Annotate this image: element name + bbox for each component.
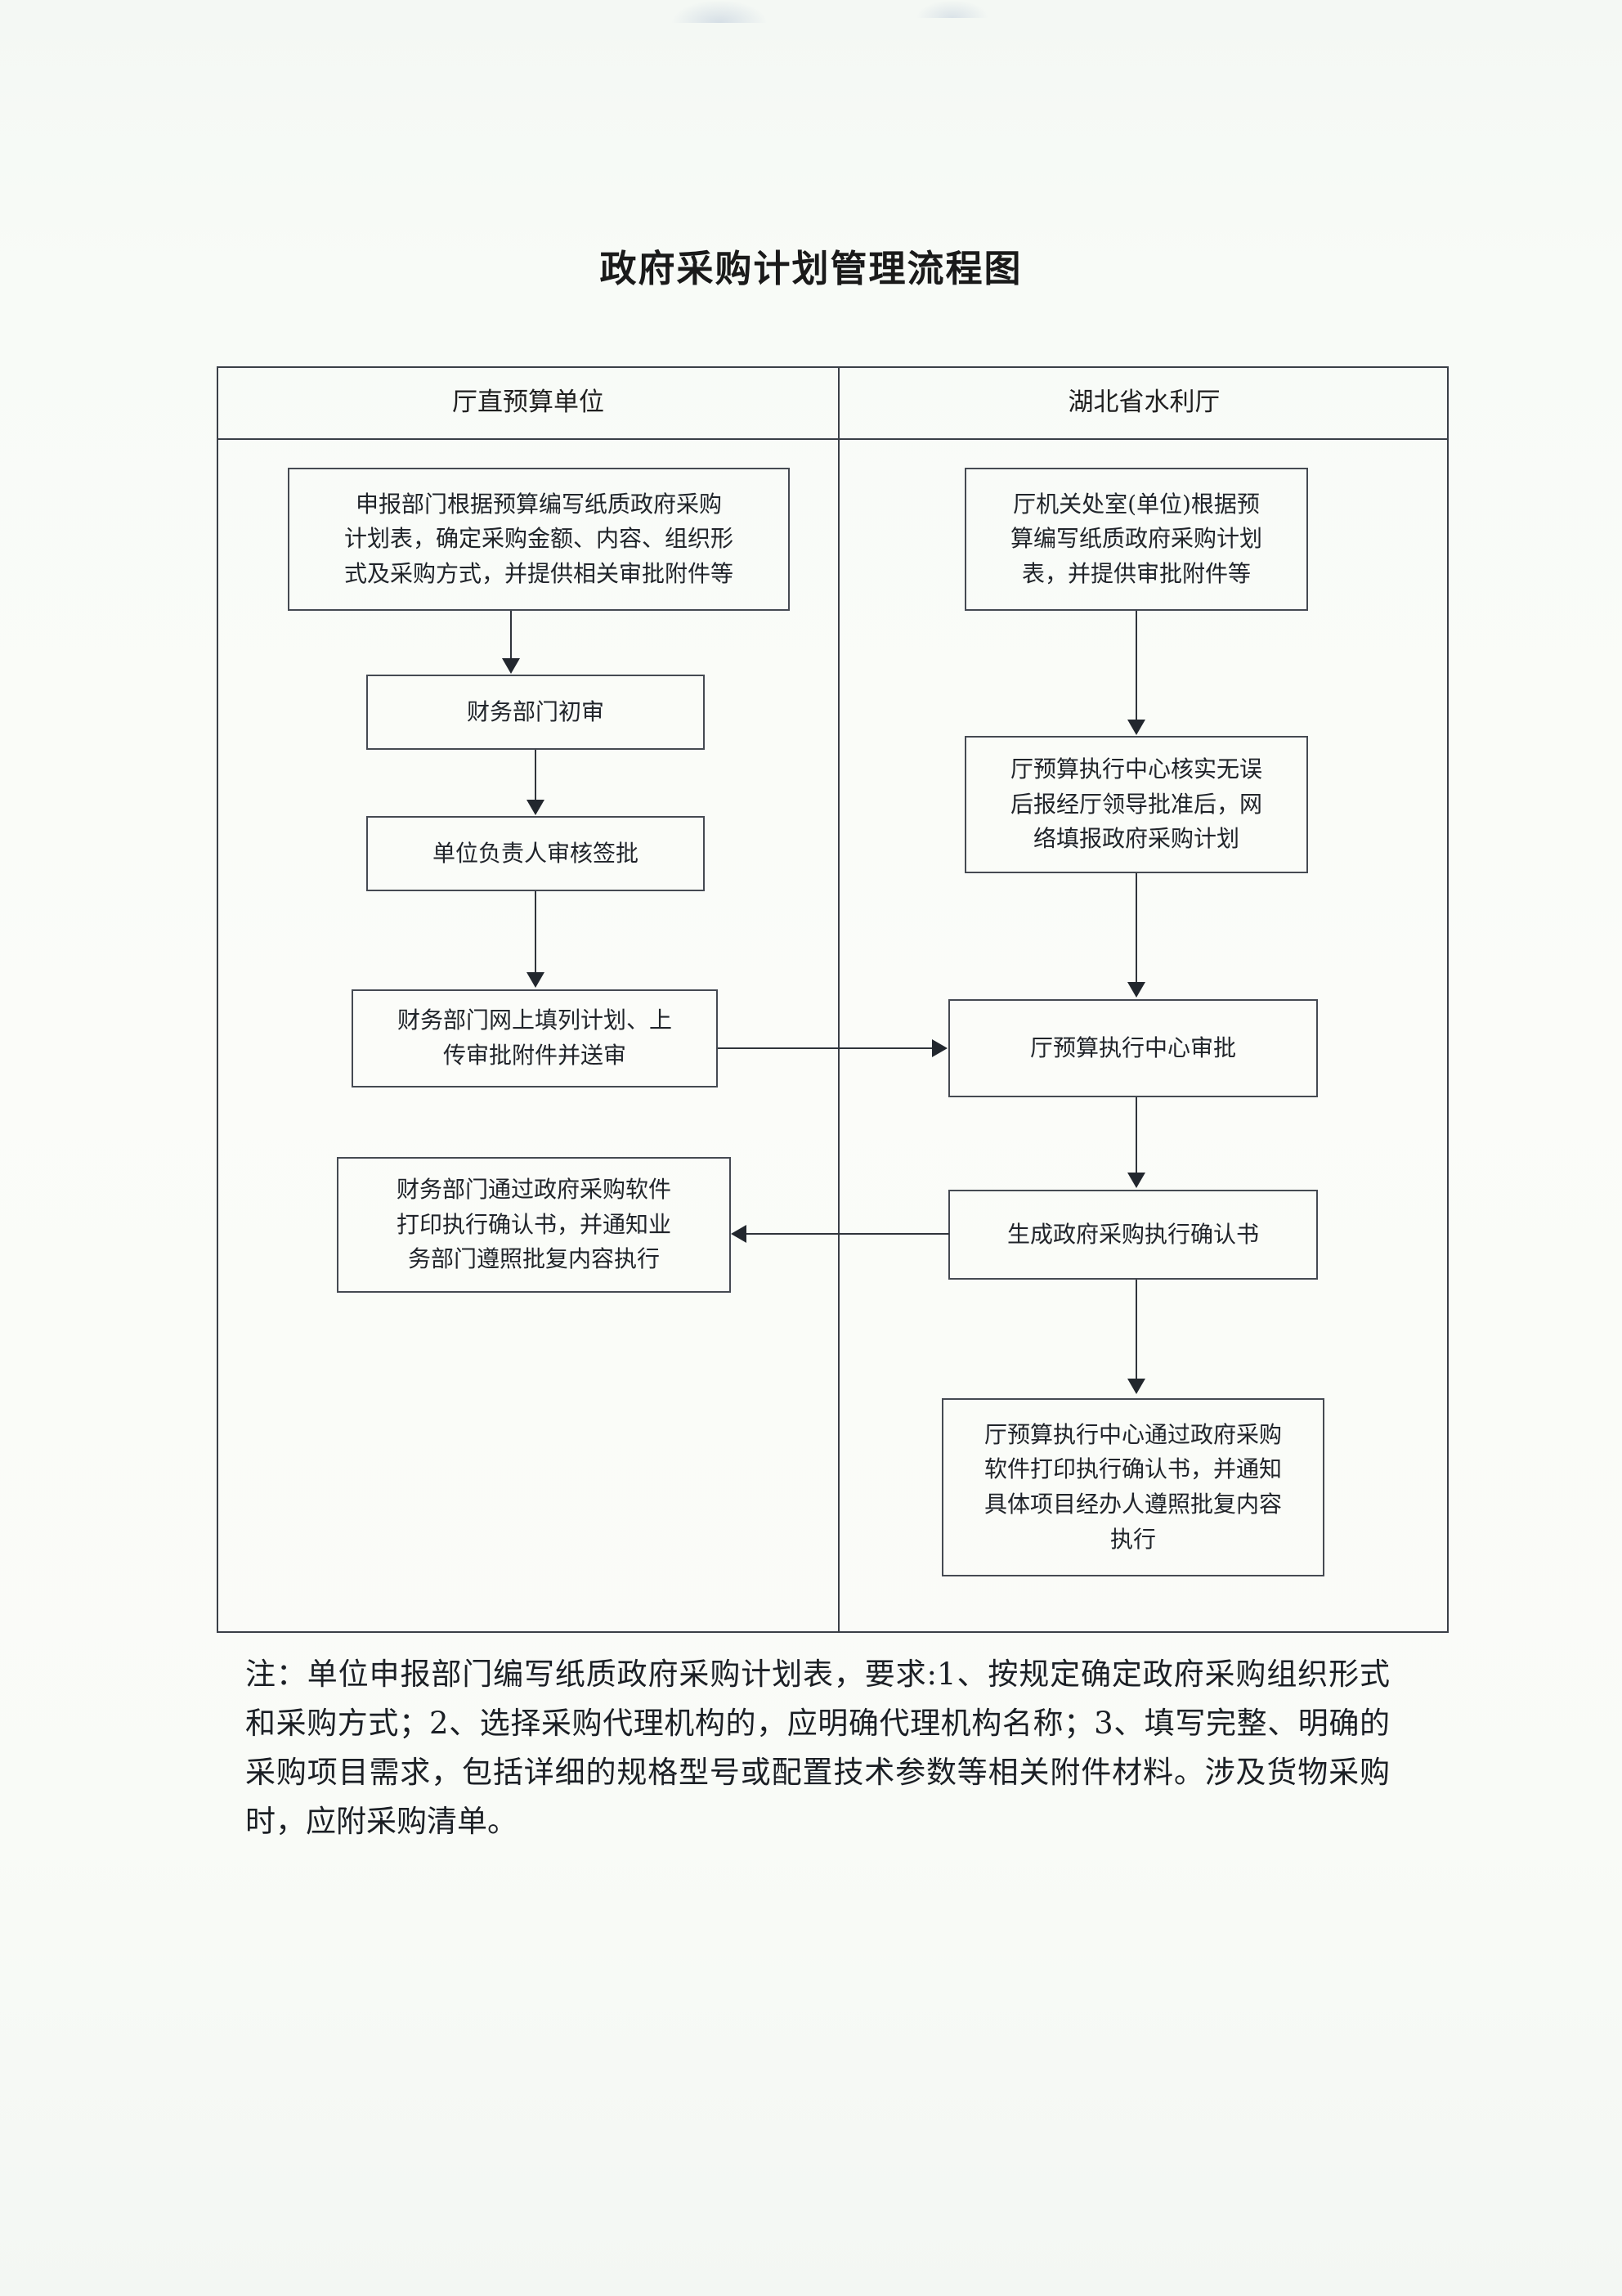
footnote-text: 注：单位申报部门编写纸质政府采购计划表，要求:1、按规定确定政府采购组织形式和采…: [245, 1657, 1390, 1839]
process-box-R3-label: 厅预算执行中心审批: [1029, 1034, 1236, 1061]
process-box-R2[interactable]: 厅预算执行中心核实无误 后报经厅领导批准后，网 络填报政府采购计划: [965, 736, 1308, 873]
connector-R1-R2: [1136, 611, 1137, 720]
process-box-L4-label: 财务部门网上填列计划、上 传审批附件并送审: [397, 1007, 672, 1069]
connector-L4-R3: [718, 1047, 932, 1049]
connector-L2-L3: [535, 750, 536, 800]
process-box-L2[interactable]: 财务部门初审: [366, 675, 705, 750]
process-box-L1-label: 申报部门根据预算编写纸质政府采购 计划表，确定采购金额、内容、组织形 式及采购方…: [343, 490, 733, 587]
process-box-R2-label: 厅预算执行中心核实无误 后报经厅领导批准后，网 络填报政府采购计划: [1010, 756, 1262, 853]
process-box-R1[interactable]: 厅机关处室(单位)根据预 算编写纸质政府采购计划 表，并提供审批附件等: [965, 468, 1308, 611]
process-box-L3-label: 单位负责人审核签批: [432, 839, 638, 867]
connector-L3-L4-arrowhead: [526, 972, 544, 988]
connector-R3-R4: [1136, 1097, 1137, 1173]
connector-R2-R3: [1136, 873, 1137, 983]
process-box-R3[interactable]: 厅预算执行中心审批: [948, 999, 1318, 1097]
connector-R1-R2-arrowhead: [1127, 720, 1145, 735]
process-box-L5-label: 财务部门通过政府采购软件 打印执行确认书，并通知业 务部门遵照批复内容执行: [396, 1176, 671, 1273]
lane-header-divider: [217, 438, 1449, 440]
connector-L1-L2: [510, 611, 512, 660]
connector-L1-L2-arrowhead: [502, 658, 520, 674]
process-box-R5-label: 厅预算执行中心通过政府采购 软件打印执行确认书，并通知 具体项目经办人遵照批复内…: [984, 1420, 1282, 1553]
lane-divider: [838, 366, 840, 1633]
process-box-L3[interactable]: 单位负责人审核签批: [366, 816, 705, 891]
process-box-L5[interactable]: 财务部门通过政府采购软件 打印执行确认书，并通知业 务部门遵照批复内容执行: [337, 1157, 731, 1293]
connector-R4-R5-arrowhead: [1127, 1379, 1145, 1394]
process-box-L2-label: 财务部门初审: [466, 697, 604, 725]
flowchart-frame: [217, 366, 1449, 1633]
process-box-R4[interactable]: 生成政府采购执行确认书: [948, 1190, 1318, 1280]
process-box-R5[interactable]: 厅预算执行中心通过政府采购 软件打印执行确认书，并通知 具体项目经办人遵照批复内…: [942, 1398, 1324, 1576]
connector-L2-L3-arrowhead: [526, 800, 544, 815]
process-box-R4-label: 生成政府采购执行确认书: [1006, 1220, 1259, 1248]
connector-R4-L5-arrowhead: [731, 1225, 746, 1243]
connector-R2-R3-arrowhead: [1127, 982, 1145, 998]
connector-R3-R4-arrowhead: [1127, 1173, 1145, 1188]
lane-header-right: 湖北省水利厅: [1068, 388, 1221, 417]
connector-L3-L4: [535, 891, 536, 973]
process-box-L1[interactable]: 申报部门根据预算编写纸质政府采购 计划表，确定采购金额、内容、组织形 式及采购方…: [288, 468, 790, 611]
connector-L4-R3-arrowhead: [932, 1039, 948, 1057]
lane-header-left: 厅直预算单位: [452, 388, 604, 417]
process-box-R1-label: 厅机关处室(单位)根据预 算编写纸质政府采购计划 表，并提供审批附件等: [1010, 490, 1262, 587]
process-box-L4[interactable]: 财务部门网上填列计划、上 传审批附件并送审: [352, 989, 718, 1087]
page-title: 政府采购计划管理流程图: [599, 247, 1023, 290]
connector-R4-R5: [1136, 1280, 1137, 1379]
connector-R4-L5: [746, 1233, 949, 1235]
